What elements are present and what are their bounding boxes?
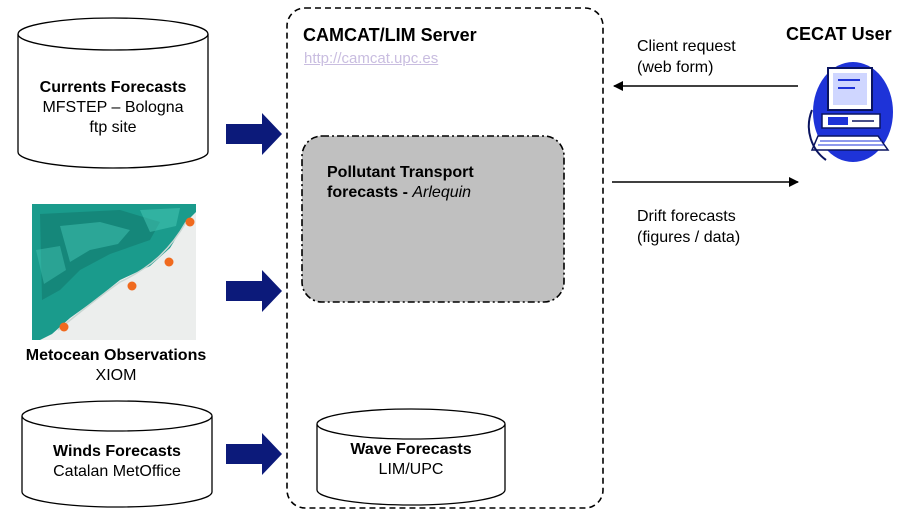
currents-site: ftp site xyxy=(89,119,137,136)
client-request-line1: Client request xyxy=(637,38,736,55)
computer-user-icon xyxy=(807,62,893,162)
drift-forecasts-label: Drift forecasts (figures / data) xyxy=(637,206,740,248)
station-1 xyxy=(185,217,195,227)
station-4 xyxy=(59,322,69,332)
wave-title: Wave Forecasts xyxy=(350,441,472,458)
metocean-to-server-arrow xyxy=(226,270,282,312)
currents-source: MFSTEP – Bologna xyxy=(42,99,184,116)
winds-label: Winds Forecasts Catalan MetOffice xyxy=(22,442,212,482)
winds-title: Winds Forecasts xyxy=(53,443,181,460)
wave-forecasts-cylinder xyxy=(316,408,506,506)
client-request-line2: (web form) xyxy=(637,59,714,76)
cecat-user-title: CECAT User xyxy=(786,24,892,44)
currents-title: Currents Forecasts xyxy=(39,79,187,96)
currents-forecasts-cylinder xyxy=(17,17,209,169)
server-title: CAMCAT/LIM Server xyxy=(303,25,477,45)
server-url-link[interactable]: http://camcat.upc.es xyxy=(304,50,439,67)
station-3 xyxy=(127,281,137,291)
pollutant-title: Pollutant Transport xyxy=(327,164,474,181)
metocean-subtitle: XIOM xyxy=(95,367,137,384)
currents-to-server-arrow xyxy=(226,113,282,155)
currents-label: Currents Forecasts MFSTEP – Bologna ftp … xyxy=(18,78,208,138)
drift-line1: Drift forecasts xyxy=(637,208,736,225)
metocean-label: Metocean Observations XIOM xyxy=(0,346,232,386)
metocean-title: Metocean Observations xyxy=(25,347,207,364)
drift-line2: (figures / data) xyxy=(637,229,741,246)
wave-subtitle: LIM/UPC xyxy=(378,461,444,478)
client-request-label: Client request (web form) xyxy=(637,36,736,78)
winds-to-server-arrow xyxy=(226,433,282,475)
winds-subtitle: Catalan MetOffice xyxy=(53,463,181,480)
server-boundary xyxy=(286,7,604,509)
pollutant-model: Arlequin xyxy=(412,184,472,201)
pollutant-transport-label: Pollutant Transport forecasts - Arlequin xyxy=(327,163,557,203)
pollutant-transport-box xyxy=(301,135,565,303)
station-2 xyxy=(164,257,174,267)
pollutant-line2: forecasts - xyxy=(327,184,413,201)
wave-label: Wave Forecasts LIM/UPC xyxy=(317,440,505,480)
winds-forecasts-cylinder xyxy=(21,400,213,508)
catalonia-map-image xyxy=(32,204,196,340)
